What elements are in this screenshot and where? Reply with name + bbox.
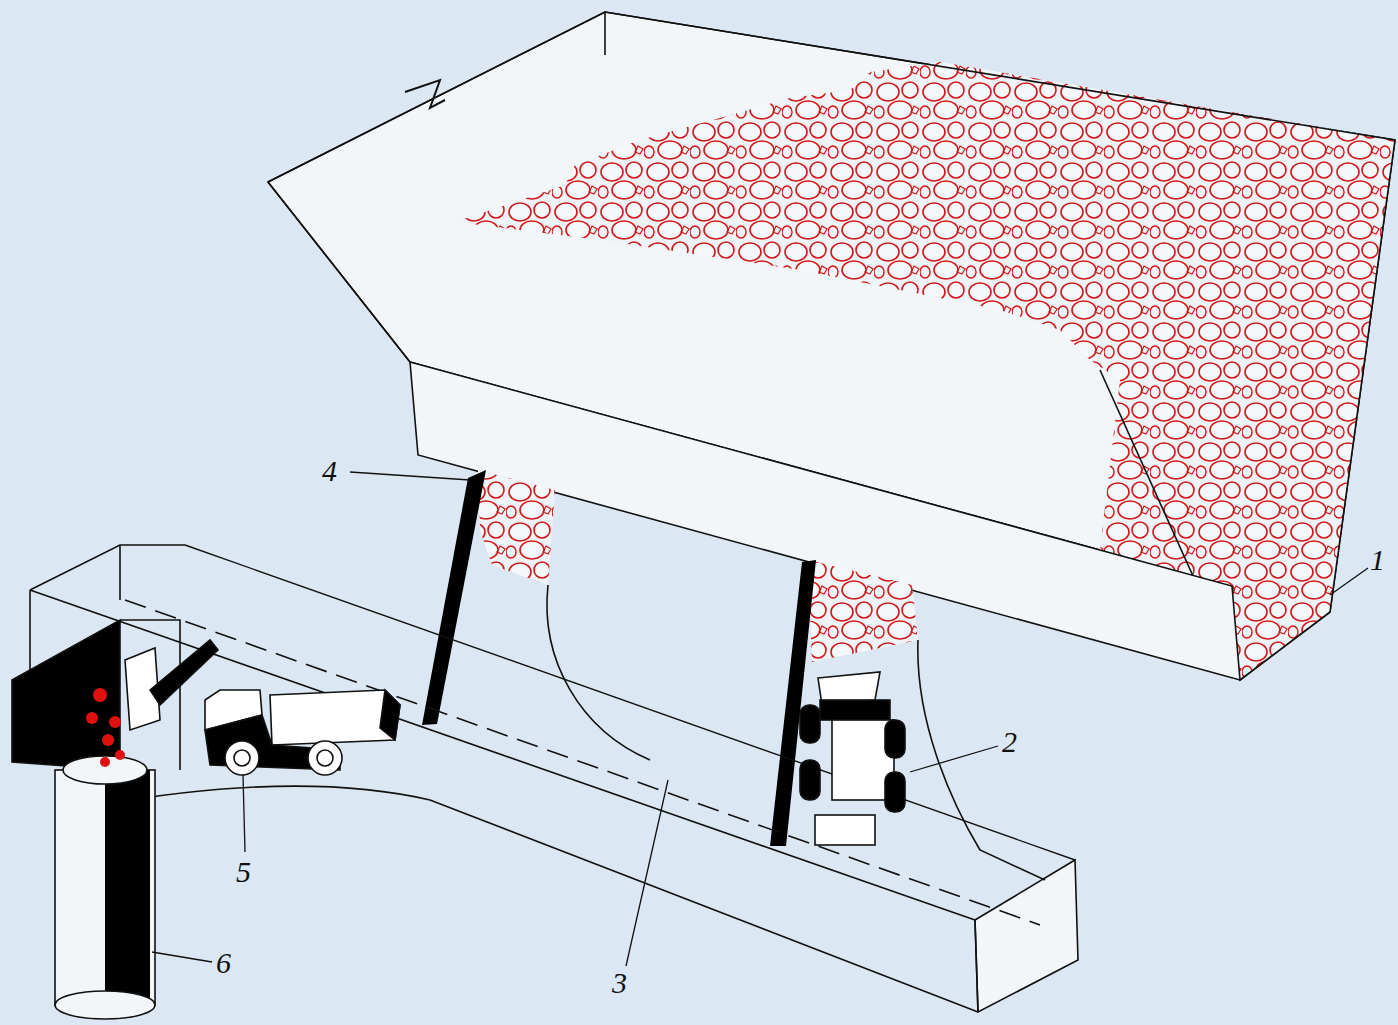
callout-number: 4 [322,456,337,486]
loader [125,640,400,775]
callout-number: 1 [1370,545,1385,575]
callout-number: 3 [612,968,627,998]
callout-number: 6 [216,948,231,978]
leader-line [152,472,1368,966]
haul-truck [800,672,905,845]
ore-pass [55,688,155,1019]
callout-number: 5 [236,857,251,887]
draw-point-chute [422,470,918,846]
ore-bin [268,12,1395,680]
haulage-drift [12,545,1078,1012]
callout-number: 2 [1002,727,1017,757]
